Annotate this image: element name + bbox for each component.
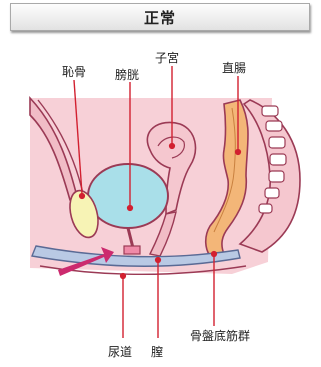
label-rectum: 直腸 — [222, 61, 246, 75]
urethral-sphincter — [124, 246, 140, 254]
label-pelvic-floor-muscles: 骨盤底筋群 — [190, 328, 250, 343]
label-urethra: 尿道 — [108, 345, 132, 359]
label-pubic-bone: 恥骨 — [62, 65, 86, 79]
label-vagina: 膣 — [151, 344, 163, 359]
bladder — [88, 164, 168, 228]
label-uterus: 子宮 — [155, 50, 179, 65]
label-bladder: 膀胱 — [115, 67, 139, 82]
